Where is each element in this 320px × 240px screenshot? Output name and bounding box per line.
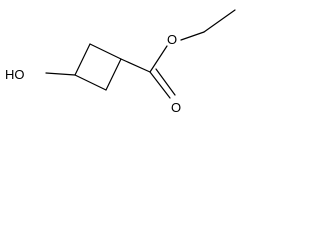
hydroxyl-bond	[45, 72, 76, 76]
carbonyl-double-bond-1	[149, 71, 171, 99]
hydroxyl-label: HO	[5, 67, 25, 82]
structure-canvas: HO O O	[0, 0, 237, 116]
ring-to-carbonyl-bond	[120, 58, 151, 73]
carbonyl-double-bond-2	[155, 68, 176, 96]
molecule-diagram: HO O O	[5, 9, 236, 115]
ester-oxygen-label: O	[167, 32, 177, 47]
ring-bond-left	[74, 43, 91, 76]
ring-bond-bottom	[74, 74, 107, 91]
ring-bond-right	[105, 58, 122, 91]
ethyl-ch2-ch3-bond	[203, 9, 236, 33]
carbonyl-oxygen-label: O	[171, 100, 181, 115]
ring-bond-top	[89, 43, 122, 60]
ester-single-bond	[149, 45, 168, 73]
ethyl-o-ch2-bond	[180, 31, 205, 41]
